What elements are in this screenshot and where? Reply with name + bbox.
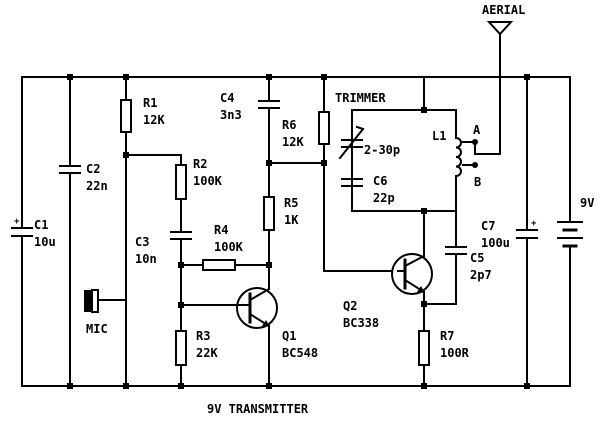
r1-value: 12K (143, 113, 165, 127)
resistor-r2: R2 100K (123, 152, 223, 233)
trimmer-label: TRIMMER (335, 91, 386, 105)
c6-ref: C6 (373, 174, 387, 188)
r4-ref: R4 (214, 223, 228, 237)
diagram-title: 9V TRANSMITTER (207, 402, 309, 416)
tap-a-label: A (473, 123, 481, 137)
c7-ref: C7 (481, 219, 495, 233)
battery-label: 9V (580, 196, 594, 210)
r2-value: 100K (193, 174, 223, 188)
resistor-r7: R7 100R (418, 329, 470, 387)
q2-value: BC338 (343, 316, 379, 330)
capacitor-c3: C3 10n (135, 231, 192, 332)
transistor-q2: Q2 BC338 (343, 253, 433, 332)
c6-value: 22p (373, 191, 395, 205)
r5-value: 1K (284, 213, 299, 227)
tank-circuit (351, 76, 457, 257)
capacitor-c2: C2 22n (59, 76, 108, 387)
q1-ref: Q1 (282, 329, 296, 343)
capacitor-c1: + C1 10u (11, 76, 56, 387)
resistor-r4: R4 100K (178, 223, 270, 271)
q2-ref: Q2 (343, 299, 357, 313)
c2-ref: C2 (86, 162, 100, 176)
c4-value: 3n3 (220, 108, 242, 122)
c1-polarity: + (14, 217, 20, 227)
mic-label: MIC (86, 322, 108, 336)
tap-b-label: B (474, 175, 481, 189)
r3-ref: R3 (196, 329, 210, 343)
r7-ref: R7 (440, 329, 454, 343)
trimmer-capacitor: TRIMMER 2-30p (335, 91, 400, 160)
capacitor-c6: C6 22p (341, 174, 395, 205)
resistor-r3: R3 22K (175, 302, 238, 387)
r6-value: 12K (282, 135, 304, 149)
r3-value: 22K (196, 346, 218, 360)
r2-ref: R2 (193, 157, 207, 171)
trimmer-value: 2-30p (364, 143, 400, 157)
r5-ref: R5 (284, 196, 298, 210)
q1-value: BC548 (282, 346, 318, 360)
c3-value: 10n (135, 252, 157, 266)
r7-value: 100R (440, 346, 470, 360)
resistor-r6: R6 12K (282, 76, 399, 272)
battery: 9V (557, 76, 594, 387)
c1-value: 10u (34, 235, 56, 249)
r6-ref: R6 (282, 118, 296, 132)
transistor-q1: Q1 BC548 (236, 264, 318, 387)
c2-value: 22n (86, 179, 108, 193)
c4-ref: C4 (220, 91, 234, 105)
resistor-r1: R1 12K (120, 76, 165, 294)
c7-value: 100u (481, 236, 510, 250)
l1-ref: L1 (432, 129, 446, 143)
supply-rails (21, 76, 571, 387)
c1-ref: C1 (34, 218, 48, 232)
microphone: MIC (84, 289, 127, 387)
capacitor-c7: + C7 100u (481, 76, 538, 387)
r1-ref: R1 (143, 96, 157, 110)
c7-polarity: + (531, 219, 537, 229)
c5-ref: C5 (470, 251, 484, 265)
c3-ref: C3 (135, 235, 149, 249)
c5-value: 2p7 (470, 268, 492, 282)
aerial: AERIAL (474, 3, 525, 155)
resistor-r5: R5 1K (263, 160, 325, 268)
capacitor-c4: C4 3n3 (220, 76, 280, 198)
r4-value: 100K (214, 240, 244, 254)
capacitor-c5: C5 2p7 (421, 210, 492, 307)
rail-junctions (67, 74, 530, 389)
aerial-label: AERIAL (482, 3, 525, 17)
